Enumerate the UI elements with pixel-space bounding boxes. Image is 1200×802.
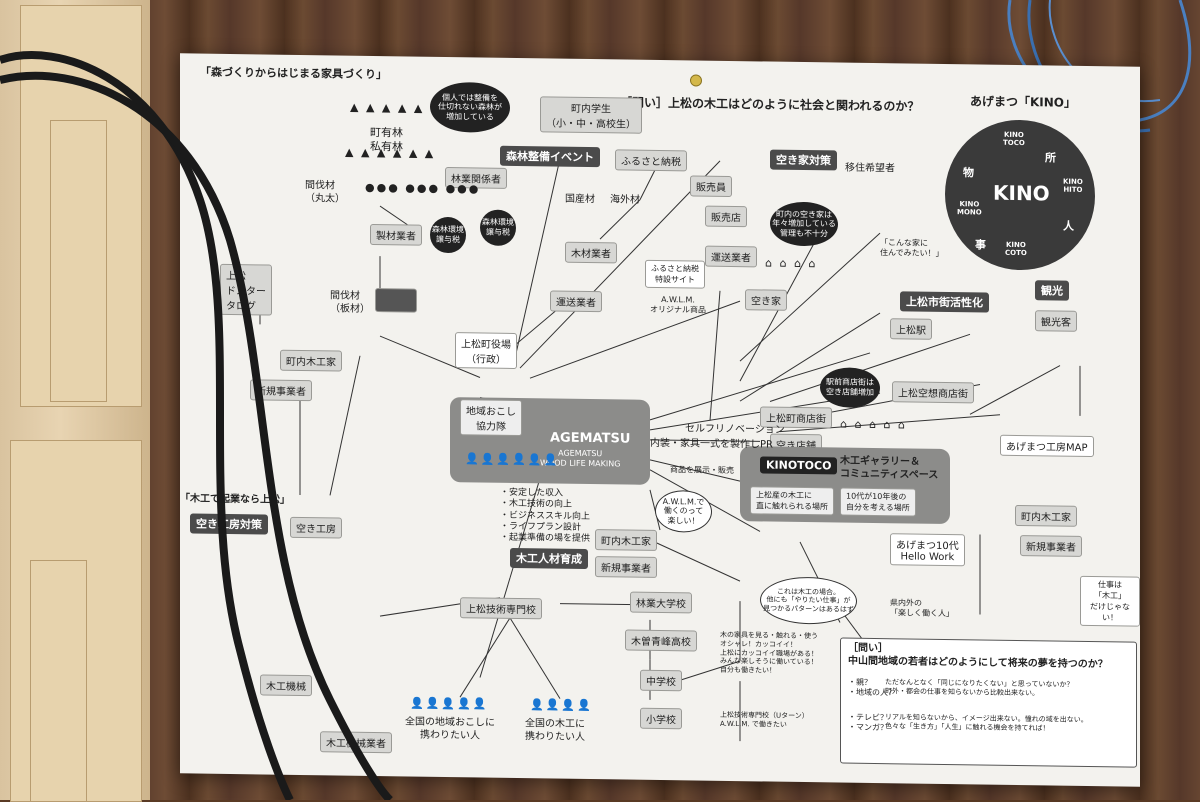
poster: 「森づくりからはじまる家具づくり」 ［問い］上松の木工はどのように社会と関われる… (180, 53, 1140, 787)
wood-block-middle (50, 120, 107, 402)
wooden-plank (0, 0, 150, 802)
wood-block-lower (30, 560, 87, 802)
